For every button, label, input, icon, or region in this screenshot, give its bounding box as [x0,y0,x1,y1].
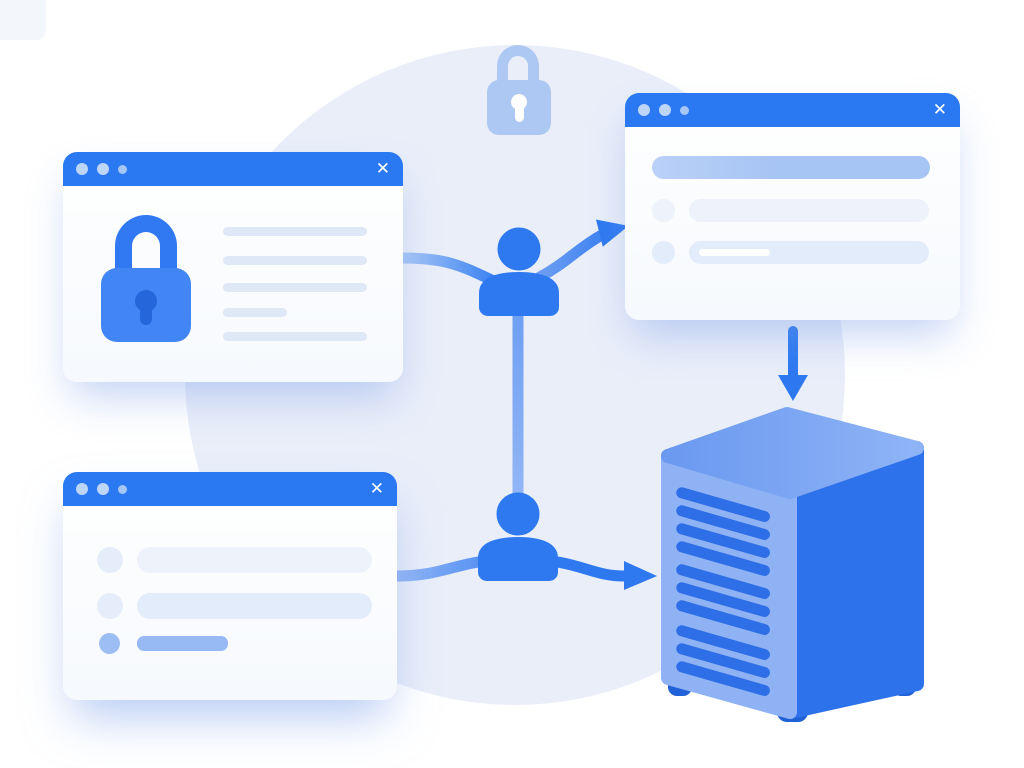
dot-icon [97,163,109,175]
list-window: ✕ [63,472,397,700]
skeleton-line [223,227,367,236]
bullet [652,199,675,222]
skeleton-row [137,547,372,573]
user-to-form-window-line [534,230,606,283]
skeleton-row [137,593,372,619]
skeleton-short-bar [137,636,228,651]
dot-icon [76,163,88,175]
dot-icon [659,104,671,116]
traffic-dots [76,483,127,495]
lock-shackle [115,215,177,273]
traffic-dots [638,104,689,116]
arrow-right-icon [624,561,657,590]
skeleton-row [689,241,929,264]
dot-icon [118,164,127,174]
skeleton-line [223,283,367,292]
traffic-dots [76,163,127,175]
keyhole-stem [140,306,152,325]
arrow-down-icon [778,375,808,401]
lock-body [487,80,551,135]
bullet [97,593,123,619]
dot-icon [638,104,650,116]
bullet [99,633,120,654]
dot-icon [118,484,127,494]
lock-window-titlebar: ✕ [63,152,403,186]
arrowheads [595,219,808,590]
skeleton-line [223,256,367,265]
skeleton-line [223,332,367,341]
lock-body [101,268,191,342]
address-bar [652,156,930,179]
dot-icon [97,483,109,495]
server-top-face [661,407,924,499]
close-icon[interactable]: ✕ [375,158,390,179]
user-icon [478,491,558,581]
lock-shackle [497,45,539,85]
server-vents [676,487,770,697]
dot-icon [76,483,88,495]
skeleton-inner-bar [699,249,770,256]
keyhole [135,290,157,312]
skeleton-row [689,199,929,222]
form-window-titlebar: ✕ [625,93,960,127]
server-icon [661,407,924,722]
bullet [652,241,675,264]
bullet [97,547,123,573]
form-window: ✕ [625,93,960,320]
keyhole-stem [514,104,524,122]
lock-window: ✕ [63,152,403,382]
arrow-right-icon [595,219,629,247]
close-icon[interactable]: ✕ [369,478,384,499]
dot-icon [680,105,689,115]
close-icon[interactable]: ✕ [932,99,947,120]
corner-decoration [0,0,46,40]
skeleton-line [223,308,287,317]
lock-icon [487,45,551,135]
list-window-titlebar: ✕ [63,472,397,506]
